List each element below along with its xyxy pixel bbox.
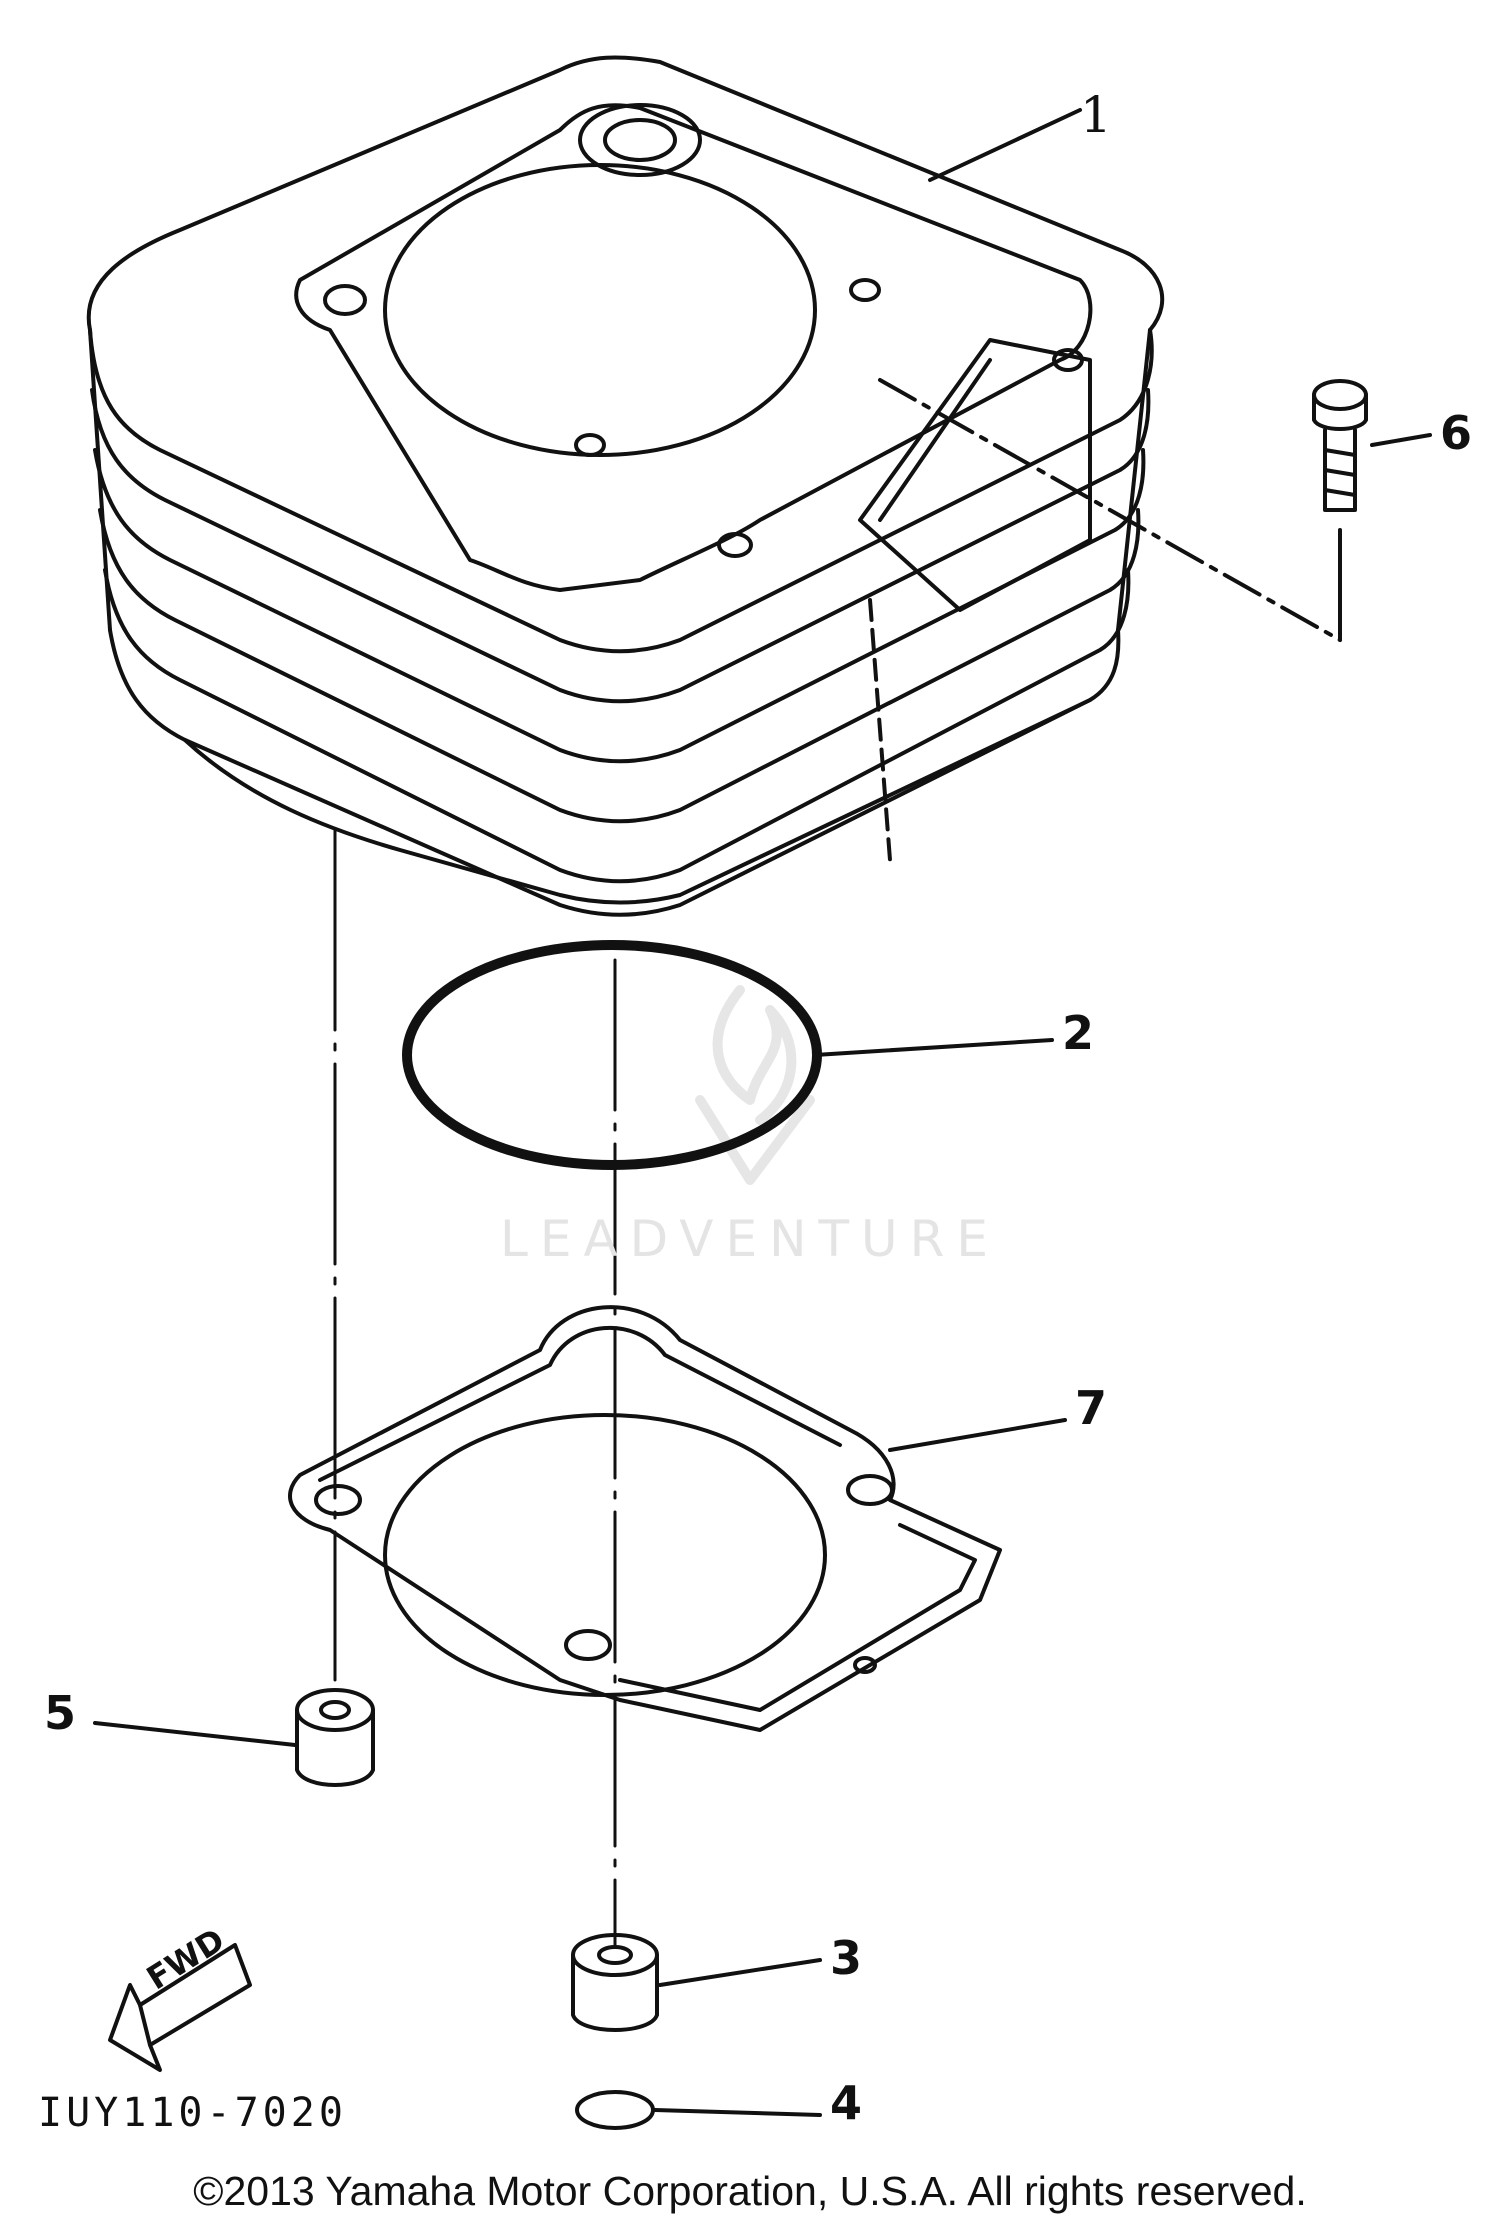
diagram-code: IUY110-7020	[38, 2090, 347, 2136]
callout-3: 3	[830, 1931, 863, 1985]
leader-line-3	[658, 1958, 822, 1987]
watermark-text: LEADVENTURE	[500, 1210, 1000, 1268]
bolt-part-6	[1312, 379, 1368, 512]
fwd-arrow-icon	[108, 1943, 252, 2072]
dowel-part-3	[571, 1933, 659, 2032]
gasket-part-7	[288, 1305, 1002, 1732]
callout-7: 7	[1075, 1381, 1108, 1435]
leader-line-4	[653, 2108, 822, 2117]
dowel-part-5	[295, 1688, 375, 1787]
cylinder-part-1	[86, 55, 1342, 917]
leader-line-7	[888, 1418, 1067, 1452]
callout-5: 5	[44, 1686, 77, 1740]
leader-line-6	[1370, 433, 1432, 447]
callout-6: 6	[1440, 406, 1473, 460]
leader-line-2	[813, 1038, 1054, 1057]
watermark-logo	[695, 985, 815, 1185]
callout-4: 4	[830, 2076, 863, 2130]
o-ring-part-4	[575, 2090, 655, 2130]
callout-1: 1	[1080, 86, 1112, 144]
callout-2: 2	[1062, 1006, 1095, 1060]
o-ring-part-2	[402, 940, 822, 1170]
leader-line-1	[928, 108, 1082, 182]
copyright-notice: ©2013 Yamaha Motor Corporation, U.S.A. A…	[193, 2168, 1307, 2214]
leader-line-5	[93, 1721, 297, 1747]
